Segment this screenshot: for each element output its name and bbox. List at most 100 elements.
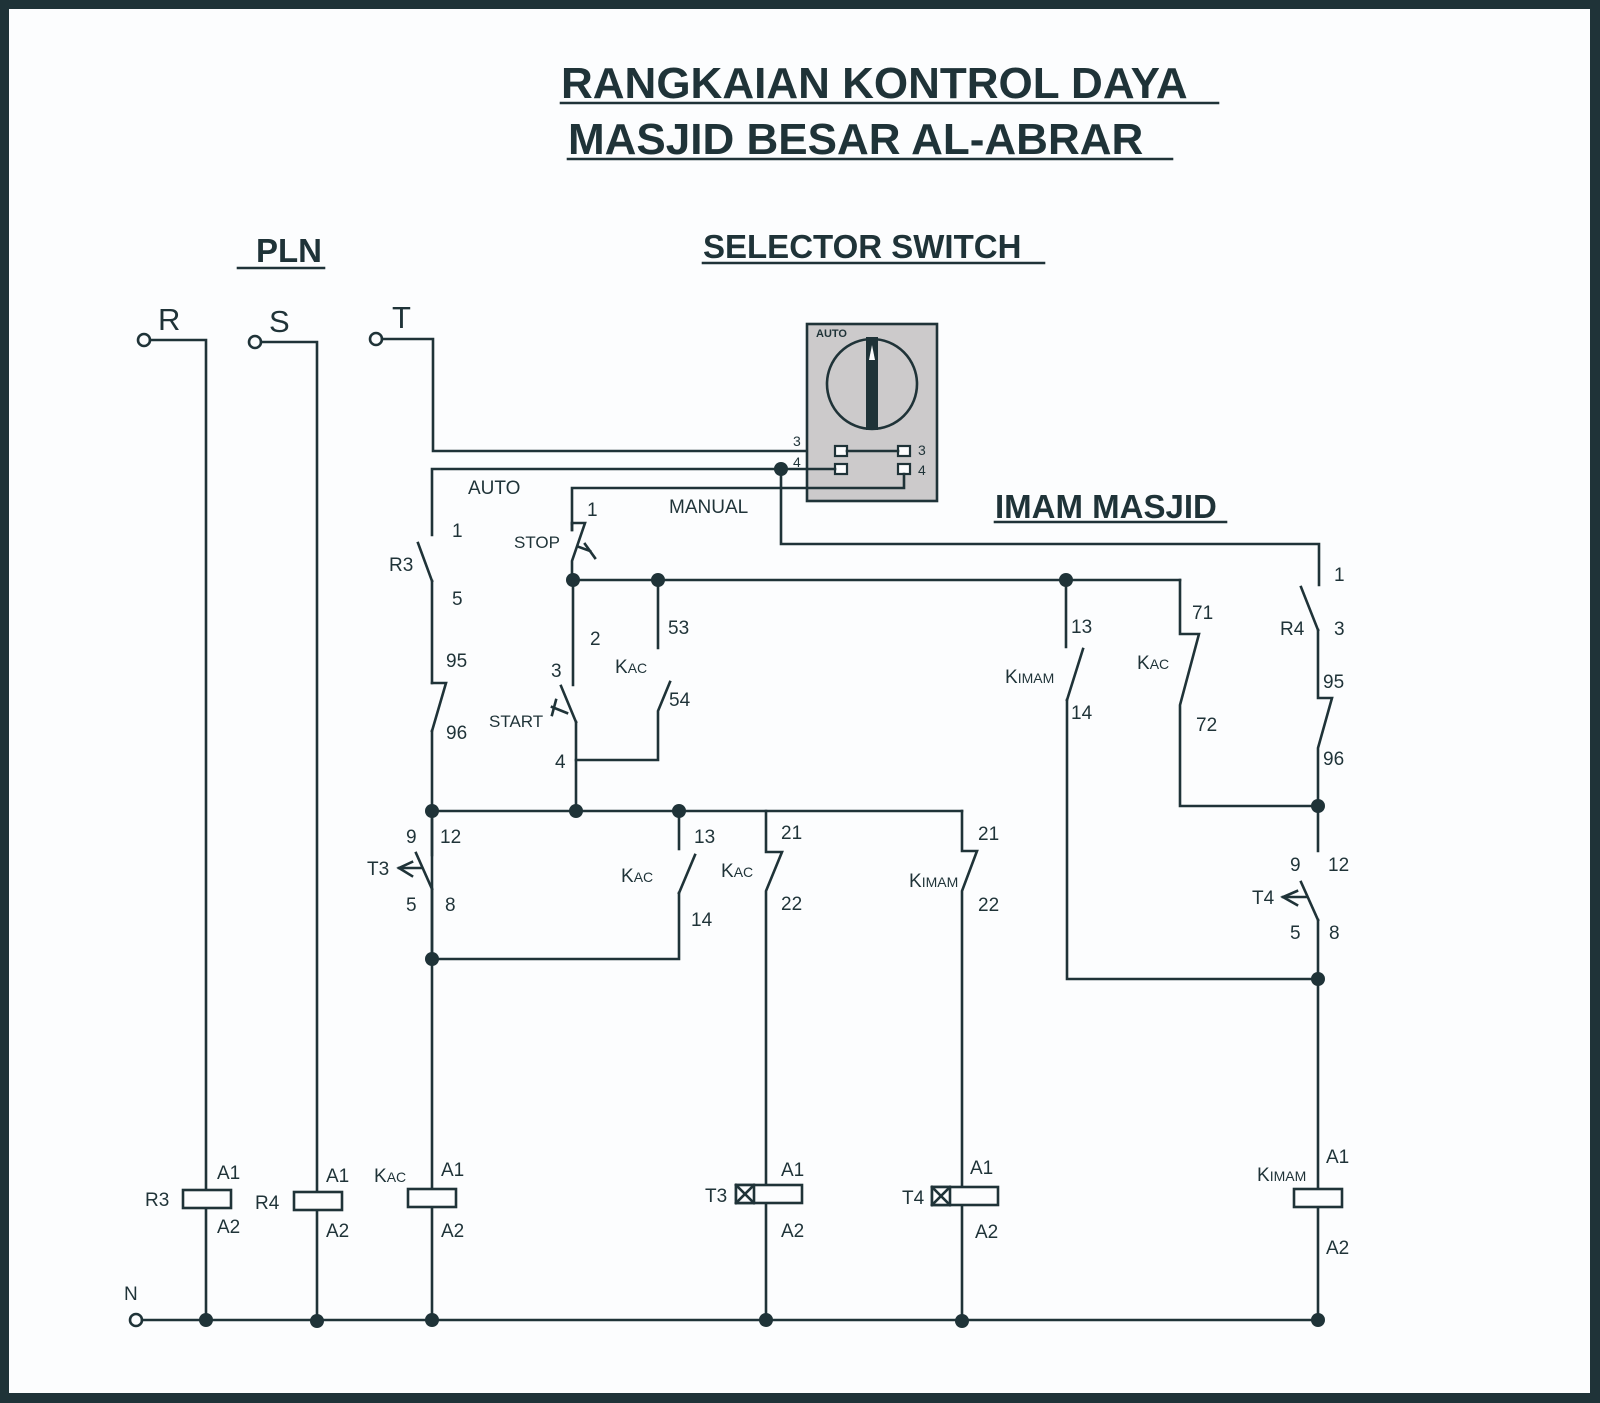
coil-t4: T4 A1 A2 (902, 1158, 1000, 1243)
selector-pointer-icon (869, 345, 875, 360)
kac-hold-terminal-53: 53 (668, 618, 689, 639)
start-terminal-3: 3 (551, 661, 562, 682)
neutral-label: N (124, 1284, 138, 1305)
coil-r4-label: R4 (255, 1193, 280, 1214)
r4-label: R4 (1280, 619, 1305, 640)
t4-terminal-9: 9 (1290, 855, 1301, 876)
t3-terminal-12: 12 (440, 827, 461, 848)
selector-knob-handle[interactable] (866, 337, 878, 430)
kac-13-label: KAC (621, 866, 653, 887)
start-button: 3 START 4 (489, 578, 672, 813)
t3-terminal-9: 9 (406, 827, 417, 848)
r4-contact: 1 R4 3 95 96 (1280, 565, 1345, 853)
phase-s-label: S (269, 304, 290, 339)
t3-terminal-5: 5 (406, 895, 417, 916)
kac-hold-label: KAC (615, 657, 647, 678)
coil-kimam-a1: A1 (1326, 1147, 1349, 1168)
t4-terminal-12: 12 (1328, 855, 1349, 876)
selector-heading: SELECTOR SWITCH (703, 228, 1021, 265)
t3-label: T3 (367, 859, 389, 880)
kimam-21-label: KIMAM (909, 871, 958, 892)
selector-terminal-3-left: 3 (793, 433, 801, 449)
coil-kac-label: KAC (374, 1166, 406, 1187)
kac-hold-terminal-54: 54 (669, 690, 691, 711)
coil-t3-a1: A1 (781, 1160, 804, 1181)
kac-71-label: KAC (1137, 653, 1169, 674)
coil-t4-a2: A2 (975, 1222, 998, 1243)
r4-terminal-1: 1 (1334, 565, 1345, 586)
phase-r-label: R (158, 302, 180, 337)
coil-r3: R3 A1 A2 (145, 1163, 240, 1238)
auto-label: AUTO (468, 478, 520, 499)
phase-s-terminal: S (247, 304, 319, 1322)
stop-button: 1 STOP 2 (514, 500, 601, 650)
pln-heading: PLN (256, 232, 322, 269)
coil-t4-label: T4 (902, 1188, 925, 1209)
r4-ol-terminal-96: 96 (1323, 749, 1344, 770)
selector-position-label: AUTO (816, 328, 847, 340)
kac-21-label: KAC (721, 861, 753, 882)
coil-r4: R4 A1 A2 (255, 1166, 349, 1242)
coil-t3: T3 A1 A2 (705, 1160, 804, 1242)
phase-t-terminal: T (368, 300, 843, 453)
kac-terminal-71: 71 (1192, 603, 1213, 624)
selector-switch[interactable]: AUTO 3 4 3 4 (570, 322, 939, 532)
r3-ol-terminal-95: 95 (446, 651, 467, 672)
coil-kac-a1: A1 (441, 1160, 464, 1181)
kimam-terminal-21: 21 (978, 824, 999, 845)
coil-r3-a1: A1 (217, 1163, 240, 1184)
junction (1311, 799, 1325, 813)
kimam-21-22-contact: 21 KIMAM 22 (909, 809, 999, 1323)
kimam-terminal-14: 14 (1071, 703, 1093, 724)
title-line-1: RANGKAIAN KONTROL DAYA (561, 59, 1188, 108)
stop-terminal-2: 2 (590, 629, 601, 650)
start-terminal-4: 4 (555, 752, 566, 773)
junction (569, 804, 583, 818)
kac-13-14-contact: 13 KAC 14 (430, 809, 715, 961)
kac-21-22-contact: 21 KAC 22 (721, 809, 802, 1322)
kimam-terminal-13: 13 (1071, 617, 1092, 638)
r3-label: R3 (389, 555, 413, 576)
t3-terminal-8: 8 (445, 895, 456, 916)
r4-terminal-3: 3 (1334, 619, 1345, 640)
r3-contact: 1 R3 5 95 96 (389, 521, 467, 1321)
r3-terminal-5: 5 (452, 589, 463, 610)
imam-heading: IMAM MASJID (995, 488, 1217, 525)
t3-timer-contact: 9 12 T3 5 8 (367, 809, 461, 961)
stop-terminal-1: 1 (587, 500, 598, 521)
junction (1311, 972, 1325, 986)
coil-kac-a2: A2 (441, 1221, 464, 1242)
kac-terminal-14: 14 (691, 910, 713, 931)
coil-r3-a2: A2 (217, 1217, 240, 1238)
diagram-frame (9, 9, 1590, 1393)
coil-r4-a1: A1 (326, 1166, 349, 1187)
stop-label: STOP (514, 533, 560, 552)
coil-kimam: KIMAM A1 A2 (1257, 1147, 1349, 1259)
coil-kac: KAC A1 A2 (374, 1160, 464, 1242)
kac-terminal-21: 21 (781, 823, 802, 844)
selector-terminal-3-right: 3 (918, 442, 926, 458)
coil-kimam-label: KIMAM (1257, 1165, 1306, 1186)
neutral-rail: N (124, 1284, 1325, 1328)
coil-r4-a2: A2 (326, 1221, 349, 1242)
manual-label: MANUAL (669, 497, 748, 518)
r4-ol-terminal-95: 95 (1323, 672, 1344, 693)
kac-terminal-72: 72 (1196, 715, 1217, 736)
r3-ol-terminal-96: 96 (446, 723, 467, 744)
t4-terminal-5: 5 (1290, 923, 1301, 944)
kimam-13-label: KIMAM (1005, 667, 1054, 688)
selector-terminal-4-right: 4 (918, 462, 926, 478)
wire-auto-branch (430, 467, 837, 537)
wire-imam-feed (779, 467, 1321, 587)
phase-r-terminal: R (136, 302, 208, 1321)
t4-label: T4 (1252, 888, 1275, 909)
coil-kimam-a2: A2 (1326, 1238, 1349, 1259)
t4-timer-contact: 9 12 T4 5 8 (1252, 855, 1349, 1321)
r3-terminal-1: 1 (452, 521, 463, 542)
kac-hold-contact: 53 KAC 54 (615, 618, 691, 711)
kac-71-72-contact: 71 KAC 72 (1137, 578, 1320, 808)
start-label: START (489, 712, 543, 731)
kac-terminal-13: 13 (694, 827, 715, 848)
coil-t4-a1: A1 (970, 1158, 993, 1179)
